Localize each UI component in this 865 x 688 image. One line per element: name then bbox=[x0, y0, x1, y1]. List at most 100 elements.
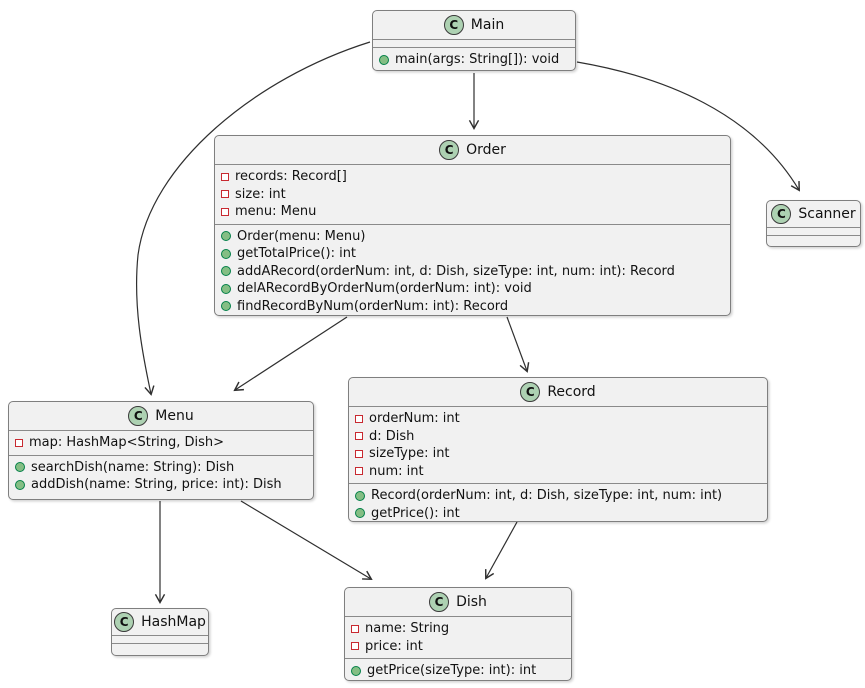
private-field-icon bbox=[355, 414, 363, 423]
edge-menu-to-dish bbox=[240, 500, 373, 581]
edge-order-to-menu bbox=[233, 316, 348, 392]
method-text: findRecordByNum(orderNum: int): Record bbox=[237, 298, 509, 314]
methods-compartment: Order(menu: Menu) getTotalPrice(): int a… bbox=[215, 223, 730, 319]
class-record-title: C Record bbox=[349, 378, 767, 406]
field-row: orderNum: int bbox=[355, 410, 759, 428]
field-row: records: Record[] bbox=[221, 168, 722, 186]
field-text: map: HashMap<String, Dish> bbox=[29, 435, 225, 450]
private-field-icon bbox=[221, 207, 229, 216]
methods-compartment: getPrice(sizeType: int): int bbox=[345, 658, 571, 683]
class-scanner: C Scanner bbox=[766, 200, 861, 247]
edge-record-to-dish bbox=[485, 521, 518, 580]
field-text: size: int bbox=[235, 186, 286, 202]
field-text: price: int bbox=[365, 638, 423, 654]
class-name: Dish bbox=[456, 594, 487, 610]
method-row: getPrice(): int bbox=[355, 505, 759, 523]
methods-compartment bbox=[767, 235, 860, 246]
public-method-icon bbox=[15, 479, 25, 490]
private-field-icon bbox=[351, 624, 359, 633]
class-stereotype-icon: C bbox=[128, 406, 149, 426]
method-row: addDish(name: String, price: int): Dish bbox=[15, 476, 305, 494]
class-order-title: C Order bbox=[215, 136, 730, 164]
fields-compartment: records: Record[] size: int menu: Menu bbox=[215, 164, 730, 224]
class-dish-title: C Dish bbox=[345, 588, 571, 616]
field-text: d: Dish bbox=[369, 428, 415, 444]
class-name: HashMap bbox=[141, 614, 206, 630]
field-text: num: int bbox=[369, 463, 424, 479]
fields-compartment bbox=[767, 227, 860, 235]
methods-compartment: main(args: String[]): void bbox=[373, 47, 575, 72]
method-row: getPrice(sizeType: int): int bbox=[351, 662, 563, 680]
method-text: Order(menu: Menu) bbox=[237, 228, 366, 244]
public-method-icon bbox=[355, 490, 365, 501]
public-method-icon bbox=[221, 283, 231, 294]
field-row: menu: Menu bbox=[221, 203, 722, 221]
class-name: Scanner bbox=[798, 206, 856, 222]
private-field-icon bbox=[355, 432, 363, 441]
private-field-icon bbox=[355, 467, 363, 476]
method-text: Record(orderNum: int, d: Dish, sizeType:… bbox=[371, 488, 723, 503]
public-method-icon bbox=[379, 54, 389, 65]
private-field-icon bbox=[351, 642, 359, 651]
method-row: getTotalPrice(): int bbox=[221, 245, 722, 263]
class-name: Menu bbox=[155, 408, 194, 424]
method-text: main(args: String[]): void bbox=[395, 52, 560, 67]
class-stereotype-icon: C bbox=[114, 612, 135, 632]
method-row: Record(orderNum: int, d: Dish, sizeType:… bbox=[355, 487, 759, 505]
field-text: sizeType: int bbox=[369, 446, 450, 461]
private-field-icon bbox=[221, 190, 229, 199]
class-name: Main bbox=[470, 17, 505, 33]
field-row: num: int bbox=[355, 463, 759, 481]
private-field-icon bbox=[15, 438, 23, 447]
method-row: searchDish(name: String): Dish bbox=[15, 459, 305, 477]
public-method-icon bbox=[221, 301, 231, 312]
field-text: orderNum: int bbox=[369, 411, 460, 426]
method-text: searchDish(name: String): Dish bbox=[31, 459, 235, 475]
edge-main-to-scanner bbox=[576, 61, 801, 192]
method-row: addARecord(orderNum: int, d: Dish, sizeT… bbox=[221, 263, 722, 281]
class-name: Record bbox=[547, 384, 596, 400]
field-text: menu: Menu bbox=[235, 204, 317, 219]
edge-main-to-menu bbox=[136, 41, 371, 396]
class-dish: C Dish name: String price: int getPrice(… bbox=[344, 587, 572, 681]
class-menu-title: C Menu bbox=[9, 402, 313, 430]
method-text: addARecord(orderNum: int, d: Dish, sizeT… bbox=[237, 263, 675, 279]
private-field-icon bbox=[221, 172, 229, 181]
class-stereotype-icon: C bbox=[771, 204, 792, 224]
field-row: price: int bbox=[351, 638, 563, 656]
method-row: Order(menu: Menu) bbox=[221, 228, 722, 246]
methods-compartment bbox=[112, 643, 208, 655]
public-method-icon bbox=[355, 508, 365, 519]
class-hashmap: C HashMap bbox=[111, 608, 209, 656]
class-scanner-title: C Scanner bbox=[767, 201, 860, 227]
field-row: sizeType: int bbox=[355, 445, 759, 463]
class-stereotype-icon: C bbox=[443, 15, 464, 35]
edge-order-to-record bbox=[506, 316, 530, 373]
class-menu: C Menu map: HashMap<String, Dish> search… bbox=[8, 401, 314, 500]
methods-compartment: Record(orderNum: int, d: Dish, sizeType:… bbox=[349, 483, 767, 525]
method-row: findRecordByNum(orderNum: int): Record bbox=[221, 298, 722, 316]
field-text: name: String bbox=[365, 621, 450, 636]
public-method-icon bbox=[221, 231, 231, 242]
class-stereotype-icon: C bbox=[520, 382, 541, 402]
field-row: map: HashMap<String, Dish> bbox=[15, 434, 305, 452]
class-main-title: C Main bbox=[373, 11, 575, 39]
method-row: main(args: String[]): void bbox=[379, 51, 567, 69]
public-method-icon bbox=[15, 462, 25, 473]
fields-compartment: orderNum: int d: Dish sizeType: int num:… bbox=[349, 406, 767, 483]
fields-compartment: name: String price: int bbox=[345, 616, 571, 658]
fields-compartment: map: HashMap<String, Dish> bbox=[9, 430, 313, 455]
method-text: addDish(name: String, price: int): Dish bbox=[31, 477, 282, 492]
fields-compartment bbox=[373, 39, 575, 47]
method-text: delARecordByOrderNum(orderNum: int): voi… bbox=[237, 281, 532, 296]
class-name: Order bbox=[466, 142, 506, 158]
method-text: getTotalPrice(): int bbox=[237, 246, 357, 261]
method-row: delARecordByOrderNum(orderNum: int): voi… bbox=[221, 280, 722, 298]
class-order: C Order records: Record[] size: int menu… bbox=[214, 135, 731, 316]
public-method-icon bbox=[221, 248, 231, 259]
method-text: getPrice(): int bbox=[371, 505, 460, 521]
fields-compartment bbox=[112, 635, 208, 643]
class-hashmap-title: C HashMap bbox=[112, 609, 208, 635]
